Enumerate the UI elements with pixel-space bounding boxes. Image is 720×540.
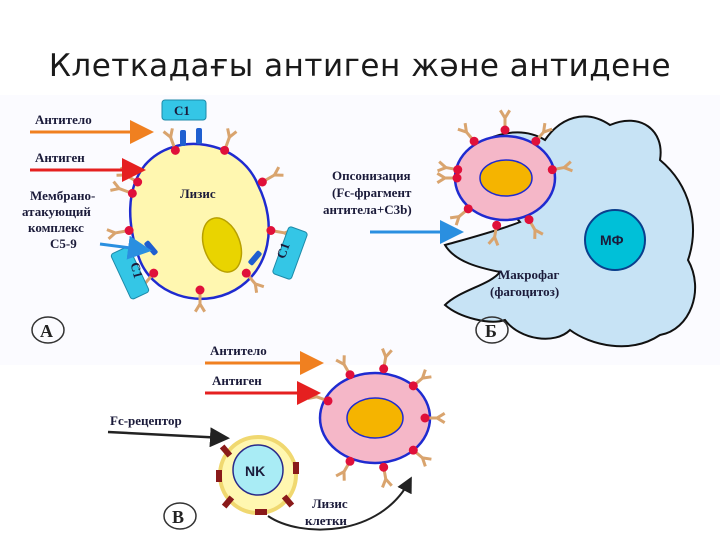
panel-b-badge [475,316,509,344]
mac-line-4: C5-9 [50,236,77,251]
fc-receptor-label: Fc-рецептор [110,413,182,428]
antibody-icon [436,172,462,184]
antibody-icon [436,160,463,175]
macro-line-2: (фагоцитоз) [490,284,559,299]
nk-nucleus [232,444,284,496]
antibody-icon [408,445,432,467]
mac-pore-2 [196,128,202,144]
c1-left-label: C1 [127,261,146,280]
panel-v: NK Антитело Антиген Fc-рецептор Лизис кл… [107,343,446,531]
antibodies-b [436,109,574,247]
antibody-label-v: Антитело [210,343,267,358]
antibody-icon [335,456,355,481]
lysis-line-1: Лизис [312,496,348,511]
mac-pore-1 [180,130,186,146]
lysis-label-a: Лизис [180,186,216,201]
antibody-icon [106,226,134,241]
nucleus-a [201,217,243,273]
antibody-icon [220,128,238,155]
antigen-label-v: Антиген [212,373,262,388]
panel-v-letter: В [172,507,184,527]
panel-b: МФ Опсонизация (Fc-фрагмент антитела+C3b… [323,109,697,348]
c1-top-label: C1 [174,103,190,118]
antibody-icon [547,160,574,175]
mac-pore-3 [248,250,262,266]
panel-a-letter: А [40,321,53,341]
antibody-icon [499,109,511,135]
fc-receptors [216,444,299,515]
lysis-line-2: клетки [305,513,347,528]
antibody-icon [420,412,446,424]
nucleus-b [479,159,533,197]
antibody-icon [457,122,479,146]
c1-left-box [110,246,150,300]
antibody-icon [487,220,502,247]
page-title: Клеткадағы антиген және антидене [48,48,672,84]
mac-line-2: атакующий [22,204,91,219]
mac-arrow [99,235,152,260]
panel-b-letter: Б [485,321,497,341]
mac-line-3: комплекс [28,220,84,235]
opson-line-3: антитела+C3b) [323,202,412,217]
panel-v-badge [163,502,197,530]
nk-label: NK [245,463,265,479]
antibody-icon [194,285,206,313]
antigen-label-a: Антиген [35,150,85,165]
opson-line-1: Опсонизация [332,168,411,183]
antibody-icon [531,122,553,146]
antibody-icon [335,355,355,380]
panel-a-badge [31,316,65,344]
antibody-icon [408,369,432,391]
opson-line-2: (Fc-фрагмент [332,185,412,200]
mf-label: МФ [600,232,624,248]
antibody-icon [110,180,137,198]
mac-line-1: Мембрано- [30,188,95,203]
antibody-icon [524,215,544,239]
c1-right-box [272,226,308,280]
c1-top-box [161,99,207,121]
antibody-icon [379,462,393,488]
lysis-arrow [267,476,412,531]
antibody-label-a: Антитело [35,112,92,127]
panel-a: Лизис C1 C1 C1 Антитело Антиген Мембрано… [22,99,308,344]
macro-line-1: Макрофаг [498,267,559,282]
antibody-icon [241,268,265,294]
antibodies-v [307,348,446,488]
nucleus-v [346,397,404,439]
fc-receptor-arrow [107,427,230,448]
antibody-icon [257,166,284,187]
c1-right-label: C1 [273,240,293,260]
antibody-icon [162,128,180,155]
mf-nucleus [584,209,646,271]
antibody-icon [379,348,393,374]
